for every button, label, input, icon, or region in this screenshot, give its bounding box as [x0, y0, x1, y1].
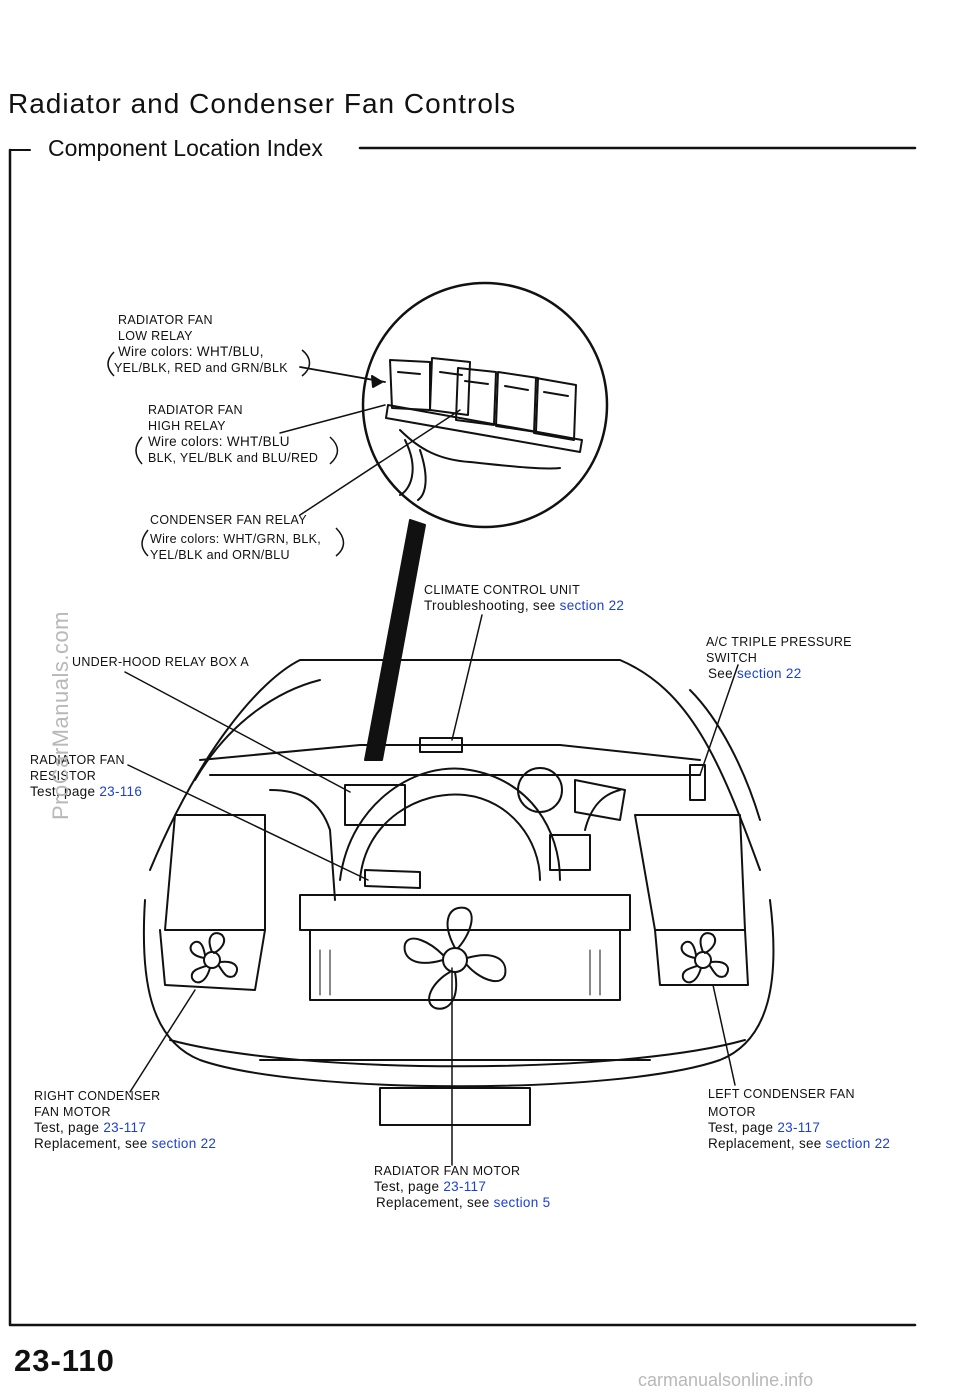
low-relay-name-2: LOW RELAY	[118, 329, 193, 343]
resistor-label: RADIATOR FAN RESISTOR Test, page 23-116	[30, 752, 142, 800]
left-motor-test-link[interactable]: 23-117	[777, 1120, 821, 1135]
low-relay-wire-1: Wire colors: WHT/BLU,	[118, 344, 264, 359]
left-motor-name-1: LEFT CONDENSER FAN	[708, 1087, 855, 1101]
triple-switch-section-link[interactable]: section 22	[736, 666, 802, 681]
resistor-name-1: RADIATOR FAN	[30, 753, 125, 767]
condenser-relay-wire-1: Wire colors: WHT/GRN, BLK,	[150, 532, 322, 546]
left-motor-label: LEFT CONDENSER FAN MOTOR Test, page 23-1…	[708, 1086, 890, 1152]
high-relay-label: RADIATOR FAN HIGH RELAY Wire colors: WHT…	[148, 402, 318, 466]
radiator-motor-label: RADIATOR FAN MOTOR Test, page 23-117 Rep…	[374, 1163, 550, 1211]
triple-switch-name-2: SWITCH	[706, 651, 758, 665]
right-motor-name-2: FAN MOTOR	[34, 1105, 111, 1119]
condenser-relay-name: CONDENSER FAN RELAY	[150, 513, 307, 527]
right-motor-test-text: Test, page	[34, 1120, 104, 1135]
triple-switch-label: A/C TRIPLE PRESSURE SWITCH See section 2…	[706, 634, 852, 682]
resistor-text: Test, page	[30, 784, 100, 799]
bottom-watermark: carmanualsonline.info	[638, 1370, 814, 1390]
climate-control-section-link[interactable]: section 22	[559, 598, 625, 613]
right-motor-name-1: RIGHT CONDENSER	[34, 1089, 161, 1103]
radiator-motor-repl-link[interactable]: section 5	[493, 1195, 551, 1210]
low-relay-label: RADIATOR FAN LOW RELAY Wire colors: WHT/…	[114, 312, 288, 376]
relay-box-label: UNDER-HOOD RELAY BOX A	[72, 654, 249, 670]
radiator-motor-name: RADIATOR FAN MOTOR	[374, 1164, 521, 1178]
left-motor-repl-link[interactable]: section 22	[825, 1136, 891, 1151]
right-motor-repl-text: Replacement, see	[34, 1136, 152, 1151]
right-motor-label: RIGHT CONDENSER FAN MOTOR Test, page 23-…	[34, 1088, 216, 1152]
right-motor-test-link[interactable]: 23-117	[103, 1120, 147, 1135]
left-motor-repl-text: Replacement, see	[708, 1136, 826, 1151]
high-relay-name-1: RADIATOR FAN	[148, 403, 243, 417]
climate-control-label: CLIMATE CONTROL UNIT Troubleshooting, se…	[424, 582, 624, 614]
high-relay-wire-1: Wire colors: WHT/BLU	[148, 434, 290, 449]
climate-control-text: Troubleshooting, see	[424, 598, 560, 613]
page-subtitle: Component Location Index	[48, 135, 323, 161]
resistor-page-link[interactable]: 23-116	[99, 784, 143, 799]
right-motor-repl-link[interactable]: section 22	[151, 1136, 217, 1151]
triple-switch-text: See	[708, 666, 737, 681]
climate-control-name: CLIMATE CONTROL UNIT	[424, 583, 581, 597]
left-motor-name-2: MOTOR	[708, 1105, 756, 1119]
radiator-motor-test-link[interactable]: 23-117	[443, 1179, 487, 1194]
radiator-motor-repl-text: Replacement, see	[376, 1195, 494, 1210]
radiator-motor-test-text: Test, page	[374, 1179, 444, 1194]
condenser-relay-label: CONDENSER FAN RELAY Wire colors: WHT/GRN…	[150, 512, 321, 563]
resistor-name-2: RESISTOR	[30, 769, 97, 783]
condenser-relay-wire-2: YEL/BLK and ORN/BLU	[150, 548, 290, 562]
side-watermark: ProCarManuals.com	[48, 610, 73, 820]
page-title: Radiator and Condenser Fan Controls	[8, 88, 517, 119]
low-relay-name-1: RADIATOR FAN	[118, 313, 213, 327]
page-number: 23-110	[14, 1343, 115, 1378]
high-relay-wire-2: BLK, YEL/BLK and BLU/RED	[148, 451, 319, 465]
low-relay-wire-2: YEL/BLK, RED and GRN/BLK	[114, 361, 288, 375]
relay-box-name: UNDER-HOOD RELAY BOX A	[72, 655, 250, 669]
high-relay-name-2: HIGH RELAY	[148, 419, 226, 433]
left-motor-test-text: Test, page	[708, 1120, 778, 1135]
triple-switch-name-1: A/C TRIPLE PRESSURE	[706, 635, 852, 649]
